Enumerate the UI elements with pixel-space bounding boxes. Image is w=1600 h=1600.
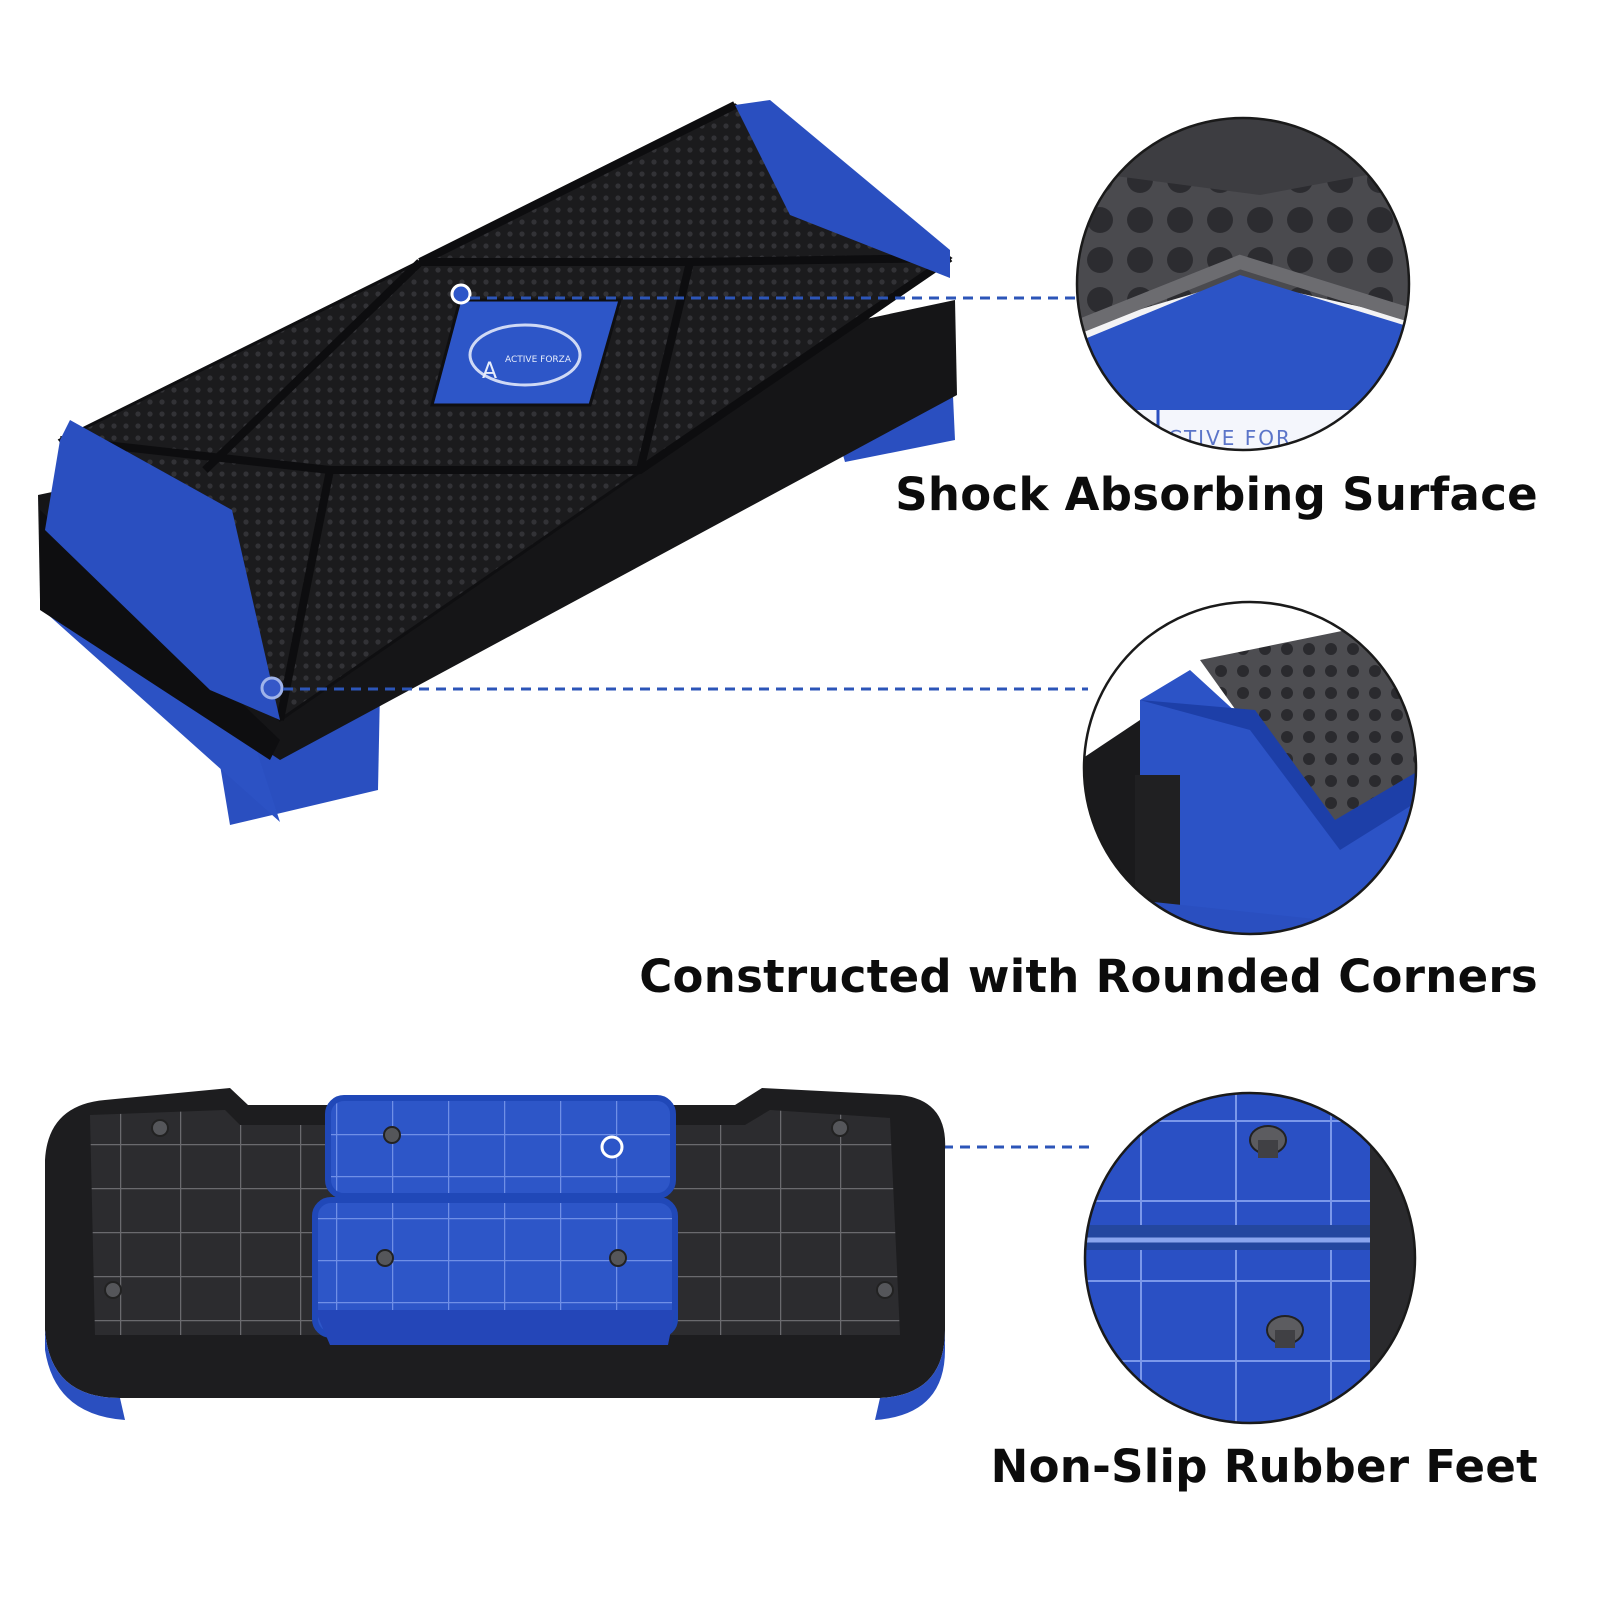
stepper-platform-underside [45,1088,946,1420]
feature-label-rubber-feet: Non-Slip Rubber Feet [990,1440,1538,1493]
zoom-circle-surface: CTIVE FOR [1075,116,1411,452]
feature-label-rounded-corners: Constructed with Rounded Corners [639,950,1538,1003]
logo-text: ACTIVE FORZA [505,355,572,365]
callout-lines [283,296,1092,1149]
stepper-platform-top-view: A ACTIVE FORZA [38,100,957,825]
logo-mark: A [482,359,497,384]
feature-label-shock-absorbing: Shock Absorbing Surface [895,468,1538,521]
zoom-circle-feet [1083,1091,1417,1425]
zoom-circle-corner [1082,600,1418,936]
